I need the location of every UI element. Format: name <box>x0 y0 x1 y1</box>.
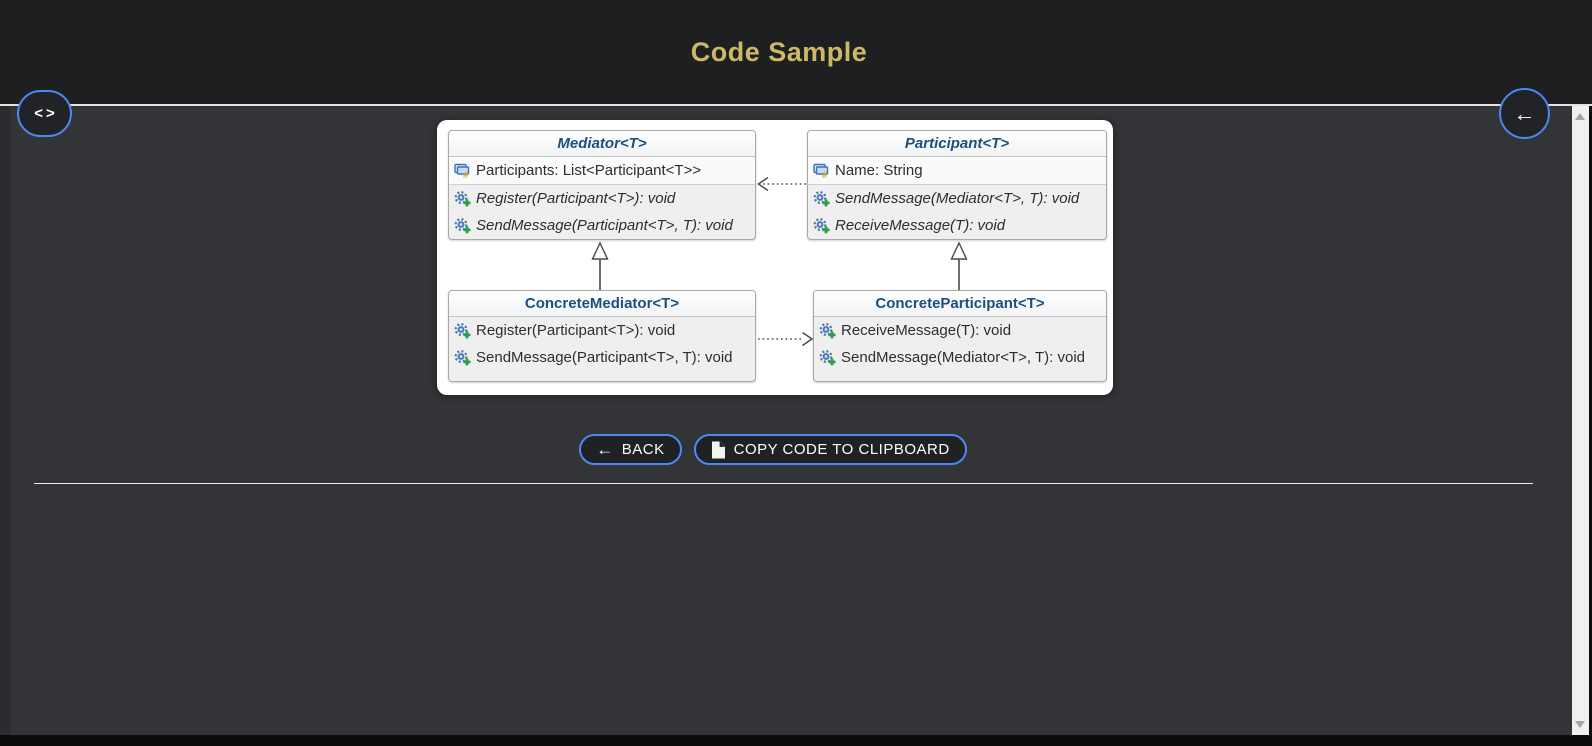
uml-method-row: Register(Participant<T>): void <box>449 185 755 212</box>
uml-method-text: Register(Participant<T>): void <box>476 190 676 207</box>
uml-method-text: ReceiveMessage(T): void <box>835 217 1006 234</box>
uml-method-row: SendMessage(Participant<T>, T): void <box>449 344 755 371</box>
uml-class-title: ConcreteParticipant<T> <box>814 291 1106 317</box>
field-icon <box>454 162 471 179</box>
uml-class-mediator: Mediator<T> Participants: List<Participa… <box>448 130 756 240</box>
uml-diagram-card: Mediator<T> Participants: List<Participa… <box>437 120 1113 395</box>
panel-back-button[interactable]: ← <box>1499 88 1550 139</box>
uml-method-row: Register(Participant<T>): void <box>449 317 755 344</box>
uml-method-row: SendMessage(Mediator<T>, T): void <box>814 344 1106 371</box>
uml-field-text: Name: String <box>835 162 923 179</box>
code-toggle-button[interactable]: <> <box>17 90 72 137</box>
uml-field-text: Participants: List<Participant<T>> <box>476 162 702 179</box>
copy-code-button[interactable]: COPY CODE TO CLIPBOARD <box>693 434 967 465</box>
uml-class-title: Mediator<T> <box>449 131 755 157</box>
uml-class-title: Participant<T> <box>808 131 1106 157</box>
dependency-arrow-cmediator-to-cparticipant <box>758 331 814 347</box>
method-icon <box>454 349 471 366</box>
method-icon <box>819 322 836 339</box>
method-icon <box>813 217 830 234</box>
uml-method-row: ReceiveMessage(T): void <box>808 212 1106 239</box>
right-edge-strip <box>1589 106 1592 746</box>
uml-field-row: Name: String <box>808 157 1106 184</box>
uml-class-concrete-participant: ConcreteParticipant<T> ReceiveMessage(T)… <box>813 290 1107 382</box>
uml-method-text: SendMessage(Participant<T>, T): void <box>476 217 733 234</box>
uml-fields-section: Participants: List<Participant<T>> <box>449 157 755 185</box>
back-button-label: BACK <box>621 441 665 458</box>
left-edge-strip <box>0 106 10 735</box>
section-divider <box>34 483 1533 484</box>
method-icon <box>819 349 836 366</box>
uml-method-text: ReceiveMessage(T): void <box>841 322 1012 339</box>
header: Code Sample <box>0 0 1592 106</box>
uml-method-text: Register(Participant<T>): void <box>476 322 676 339</box>
uml-method-text: SendMessage(Mediator<T>, T): void <box>835 190 1080 207</box>
method-icon <box>454 217 471 234</box>
method-icon <box>454 190 471 207</box>
uml-method-row: SendMessage(Participant<T>, T): void <box>449 212 755 239</box>
method-icon <box>454 322 471 339</box>
copy-code-button-label: COPY CODE TO CLIPBOARD <box>733 441 950 458</box>
uml-class-concrete-mediator: ConcreteMediator<T> Register(Participant… <box>448 290 756 382</box>
uml-method-text: SendMessage(Participant<T>, T): void <box>476 349 733 366</box>
code-icon: <> <box>34 105 58 122</box>
copy-document-icon <box>711 440 726 458</box>
uml-class-title: ConcreteMediator<T> <box>449 291 755 317</box>
uml-method-row: ReceiveMessage(T): void <box>814 317 1106 344</box>
method-icon <box>813 190 830 207</box>
uml-method-text: SendMessage(Mediator<T>, T): void <box>841 349 1086 366</box>
inheritance-arrow-mediator <box>591 241 609 290</box>
vertical-scrollbar[interactable] <box>1572 106 1589 735</box>
action-button-row: ← BACK COPY CODE TO CLIPBOARD <box>433 434 1113 465</box>
field-icon <box>813 162 830 179</box>
uml-field-row: Participants: List<Participant<T>> <box>449 157 755 184</box>
scroll-down-icon[interactable] <box>1575 721 1585 728</box>
uml-class-participant: Participant<T> Name: String SendMessage(… <box>807 130 1107 240</box>
back-button[interactable]: ← BACK <box>579 434 682 465</box>
uml-fields-section: Name: String <box>808 157 1106 185</box>
page-title: Code Sample <box>690 36 868 67</box>
bottom-edge-strip <box>0 735 1592 746</box>
dependency-arrow-participant-to-mediator <box>757 176 806 192</box>
inheritance-arrow-participant <box>950 241 968 290</box>
scroll-up-icon[interactable] <box>1575 113 1585 120</box>
back-arrow-icon: ← <box>1513 100 1536 126</box>
back-arrow-icon: ← <box>596 440 614 459</box>
uml-method-row: SendMessage(Mediator<T>, T): void <box>808 185 1106 212</box>
